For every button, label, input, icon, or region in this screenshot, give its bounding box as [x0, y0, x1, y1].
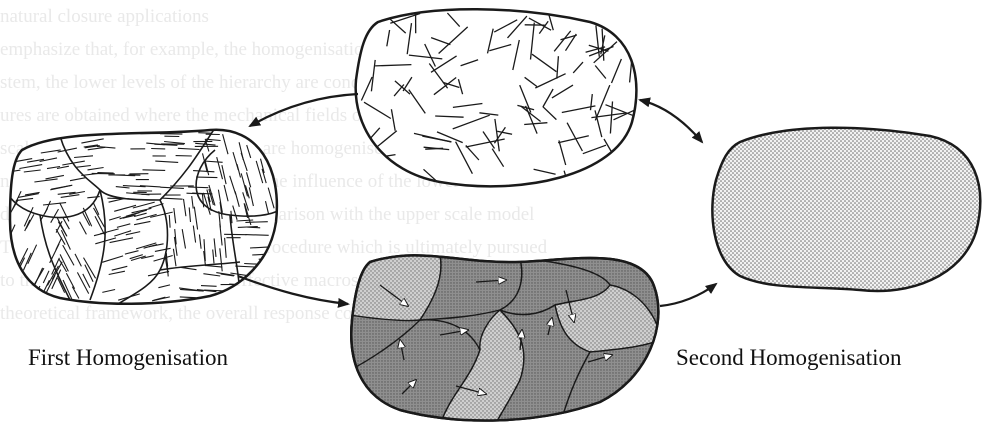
- first-homogenisation-label: First Homogenisation: [28, 345, 228, 371]
- fibre: [198, 133, 211, 134]
- second-homogenisation-label: Second Homogenisation: [676, 345, 902, 371]
- fibre: [620, 174, 635, 177]
- fibre: [245, 222, 267, 223]
- fibre: [196, 177, 217, 178]
- fibre: [12, 283, 22, 303]
- left-grain-blob: [5, 128, 291, 310]
- fibre: [608, 157, 615, 172]
- fibre: [97, 173, 113, 174]
- fibre: [215, 298, 236, 301]
- arrow-bottom-to-right: [660, 284, 716, 306]
- fibre: [358, 163, 383, 187]
- fibre: [608, 9, 616, 32]
- bottom-homogenised-grains-blob: [350, 255, 660, 424]
- fibre: [593, 170, 606, 188]
- arrow-top-to-left: [250, 94, 358, 126]
- fibre: [245, 235, 268, 236]
- fibre: [613, 170, 647, 173]
- fibre: [201, 286, 217, 287]
- fibre: [143, 170, 166, 171]
- fibre: [266, 266, 283, 267]
- top-material-blob: [354, 0, 647, 192]
- fibre: [365, 165, 387, 192]
- fibre: [605, 161, 622, 186]
- fibre: [188, 187, 208, 188]
- arrow-top-right-bidirectional: [640, 100, 702, 142]
- fibre: [268, 260, 290, 261]
- fibre: [581, 10, 601, 20]
- arrow-left-to-bottom: [238, 276, 348, 304]
- fibre: [9, 274, 16, 288]
- fibre: [220, 294, 235, 295]
- right-homogeneous-blob: [712, 128, 980, 291]
